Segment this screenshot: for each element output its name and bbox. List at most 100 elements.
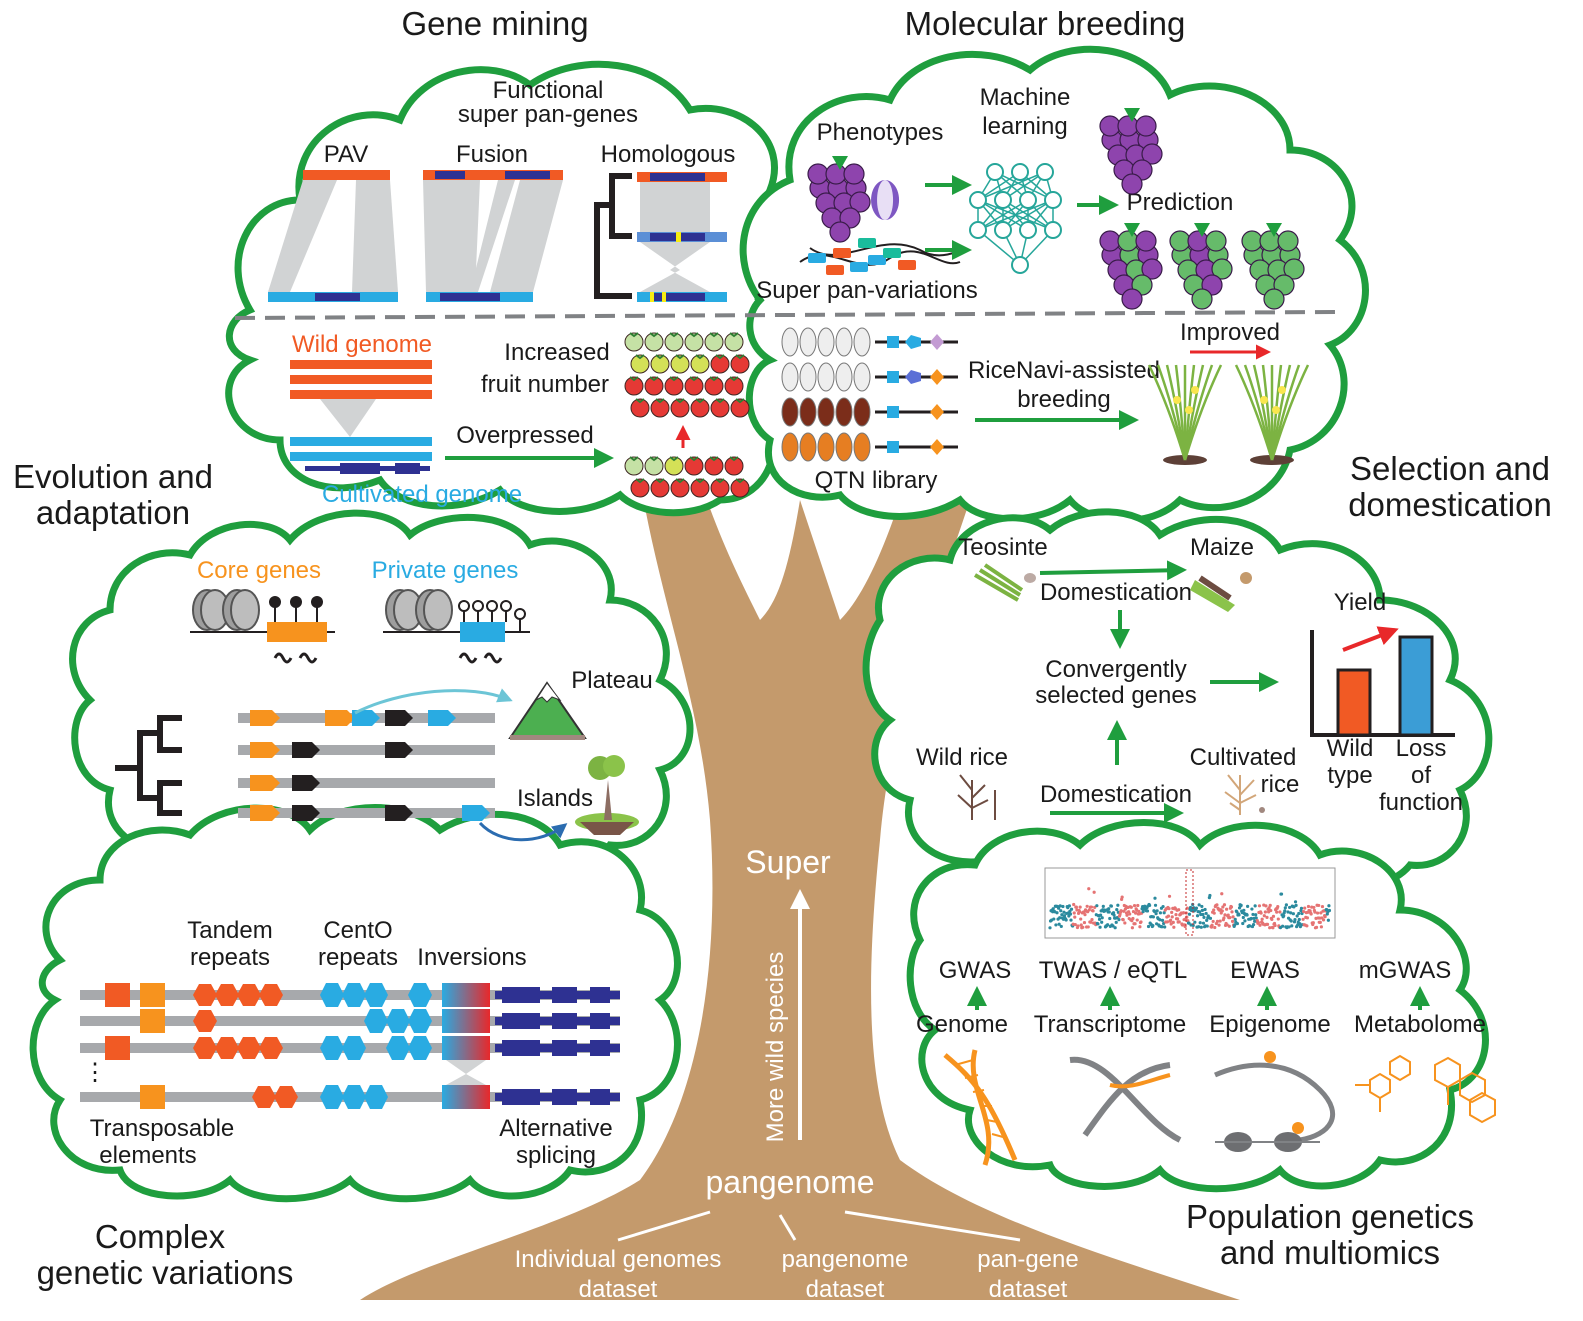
ricenavi-label-2: breeding	[1017, 386, 1110, 413]
manhattan-point	[1233, 917, 1237, 921]
manhattan-point	[1283, 909, 1287, 913]
manhattan-point	[1275, 910, 1279, 914]
manhattan-point	[1264, 904, 1268, 908]
tomato-fruit	[704, 332, 724, 352]
domestication-label-bottom: Domestication	[1040, 781, 1192, 808]
manhattan-point	[1151, 924, 1155, 928]
manhattan-point	[1166, 914, 1171, 918]
grape-berry	[1121, 173, 1143, 195]
manhattan-point	[1305, 924, 1309, 928]
manhattan-point	[1265, 922, 1270, 926]
manhattan-point	[1268, 926, 1272, 930]
manhattan-point	[1254, 916, 1258, 920]
manhattan-point	[1113, 926, 1117, 930]
manhattan-point	[1177, 920, 1181, 924]
manhattan-point	[1161, 904, 1165, 909]
nn-edge	[977, 199, 1054, 231]
tomato-fruit	[664, 332, 684, 352]
grape-berry	[849, 191, 871, 213]
manhattan-point	[1199, 925, 1203, 929]
manhattan-point	[1228, 916, 1232, 920]
nn-node	[1019, 191, 1037, 209]
cultivated-genome-label: Cultivated genome	[322, 481, 522, 508]
loss-label-2: of	[1411, 762, 1431, 789]
cento-repeat	[364, 983, 388, 1007]
grape-stem	[1124, 108, 1140, 122]
manhattan-point	[1265, 915, 1269, 919]
exon	[502, 987, 540, 1003]
manhattan-point	[1319, 911, 1323, 915]
tandem-repeat	[215, 984, 239, 1006]
manhattan-point	[1241, 921, 1245, 926]
grape-berry	[1277, 230, 1299, 252]
manhattan-point	[1194, 906, 1199, 910]
manhattan-point	[1316, 911, 1320, 915]
manhattan-point	[1092, 890, 1096, 894]
tomato-leaf	[655, 478, 665, 484]
molecular-breeding-title: Molecular breeding	[905, 5, 1186, 42]
private-nucleosome-icon	[383, 589, 530, 664]
manhattan-point	[1185, 906, 1189, 910]
manhattan-point	[1137, 909, 1141, 913]
manhattan-point	[1062, 910, 1066, 914]
manhattan-point	[1201, 912, 1205, 917]
manhattan-point	[1068, 912, 1073, 916]
gene-arrow	[292, 775, 320, 791]
manhattan-point	[1314, 925, 1319, 929]
manhattan-point	[1085, 904, 1089, 908]
manhattan-point	[1158, 911, 1162, 915]
qtn-marker	[930, 404, 944, 420]
tomato-leaf	[649, 376, 659, 382]
tandem-repeat	[237, 1037, 261, 1059]
tandem-repeat	[252, 1086, 276, 1108]
manhattan-point	[1117, 918, 1121, 922]
grape-berry	[1205, 230, 1227, 252]
rice-grain	[1278, 386, 1286, 394]
rice-seed	[853, 432, 871, 462]
rice-grain	[1185, 406, 1193, 414]
qtn-marker	[930, 369, 944, 385]
grape-berry	[1099, 230, 1121, 252]
manhattan-point	[1198, 921, 1202, 925]
tandem-label-1: Tandem	[187, 917, 272, 944]
manhattan-point	[1256, 921, 1260, 925]
cento-repeat	[408, 1009, 432, 1033]
gene-arrow	[462, 805, 490, 821]
metabolome-label: Metabolome	[1354, 1011, 1486, 1038]
manhattan-point	[1303, 906, 1307, 910]
rice-seed	[835, 362, 853, 392]
wild-genome-label: Wild genome	[292, 331, 432, 358]
manhattan-point	[1299, 906, 1304, 910]
manhattan-point	[1081, 925, 1085, 929]
inversion-block	[442, 1009, 490, 1033]
rice-grain	[1173, 396, 1181, 404]
manhattan-point	[1319, 925, 1323, 929]
twas-label: TWAS / eQTL	[1039, 957, 1187, 984]
tandem-repeat	[259, 984, 283, 1006]
manhattan-point	[1286, 910, 1290, 914]
tomato-fruit	[670, 354, 690, 374]
transposable-element	[105, 1036, 130, 1060]
manhattan-point	[1169, 918, 1173, 922]
super-pan-variation-graphic	[799, 238, 961, 275]
tomato-leaf	[695, 398, 705, 404]
manhattan-point	[1230, 910, 1234, 914]
tomato-fruit	[624, 376, 644, 396]
manhattan-point	[1226, 913, 1230, 917]
manhattan-point	[1276, 917, 1280, 921]
manhattan-point	[1208, 916, 1213, 920]
manhattan-point	[1239, 903, 1243, 907]
machine-label-1: Machine	[980, 84, 1071, 111]
wild-type-label-1: Wild	[1327, 735, 1374, 762]
pangenome-label: pangenome	[705, 1164, 874, 1200]
grape-berry	[1169, 230, 1191, 252]
manhattan-point	[1251, 912, 1255, 917]
teosinte-to-maize-arrow	[1039, 560, 1187, 581]
wild-genome-graphic	[290, 360, 432, 474]
functional-label-1: Functional	[493, 77, 604, 104]
exon	[590, 1040, 610, 1056]
grape-berry	[1121, 288, 1143, 310]
tandem-label-2: repeats	[190, 944, 270, 971]
tomato-fruit	[710, 354, 730, 374]
tomato-fruit	[644, 456, 664, 476]
